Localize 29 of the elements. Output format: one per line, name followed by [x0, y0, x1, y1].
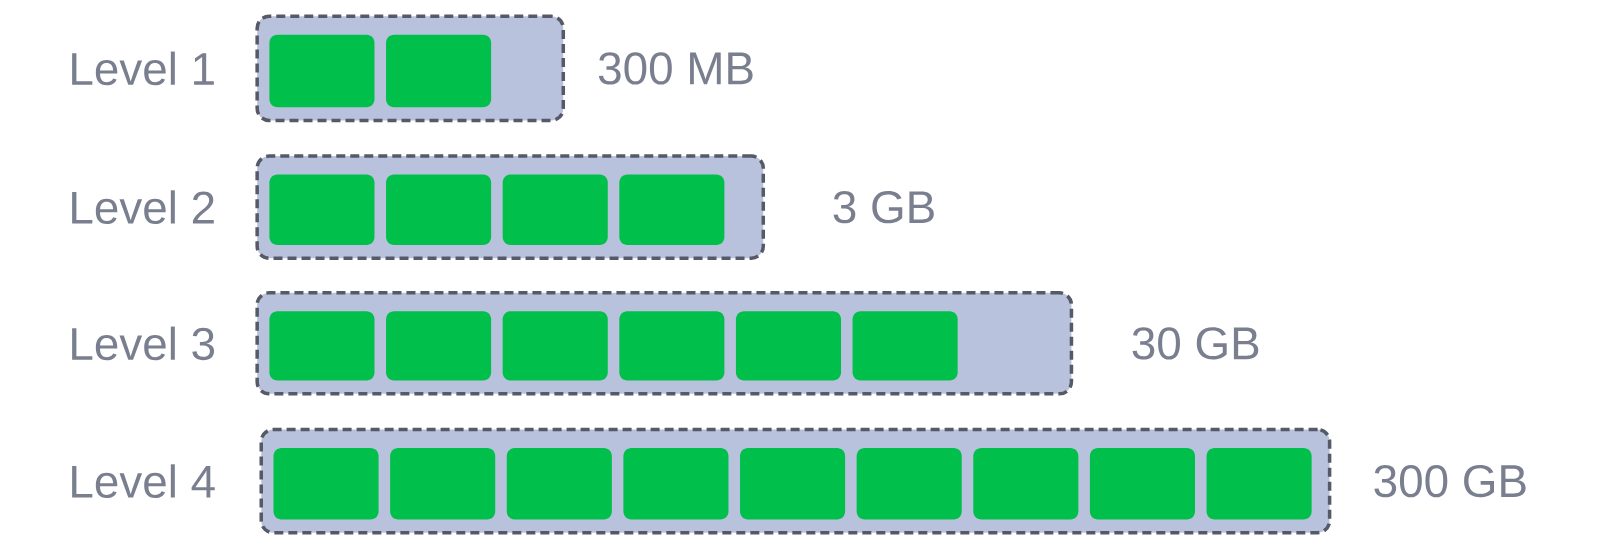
size-label: 300 GB — [1374, 464, 1526, 498]
block — [269, 311, 375, 381]
block — [735, 311, 842, 381]
block — [269, 34, 375, 108]
block — [506, 447, 612, 520]
block — [973, 447, 1079, 520]
block — [386, 34, 492, 108]
block — [502, 311, 608, 381]
size-label: 3 GB — [833, 190, 934, 224]
level-label: Level 2 — [72, 190, 214, 224]
level-label: Level 3 — [72, 326, 215, 361]
block — [386, 311, 492, 381]
block — [619, 311, 725, 381]
block — [1089, 447, 1195, 520]
block — [269, 174, 375, 245]
block — [502, 174, 608, 245]
block — [619, 174, 725, 245]
level-label: Level 4 — [72, 464, 215, 498]
level-label: Level 1 — [72, 51, 214, 86]
block — [273, 447, 379, 520]
block — [740, 447, 846, 520]
block — [856, 447, 962, 520]
block — [852, 311, 958, 381]
block — [1206, 447, 1312, 520]
block — [623, 447, 729, 520]
block — [390, 447, 496, 520]
size-label: 30 GB — [1132, 327, 1259, 360]
block — [386, 174, 492, 245]
size-label: 300 MB — [598, 52, 753, 85]
